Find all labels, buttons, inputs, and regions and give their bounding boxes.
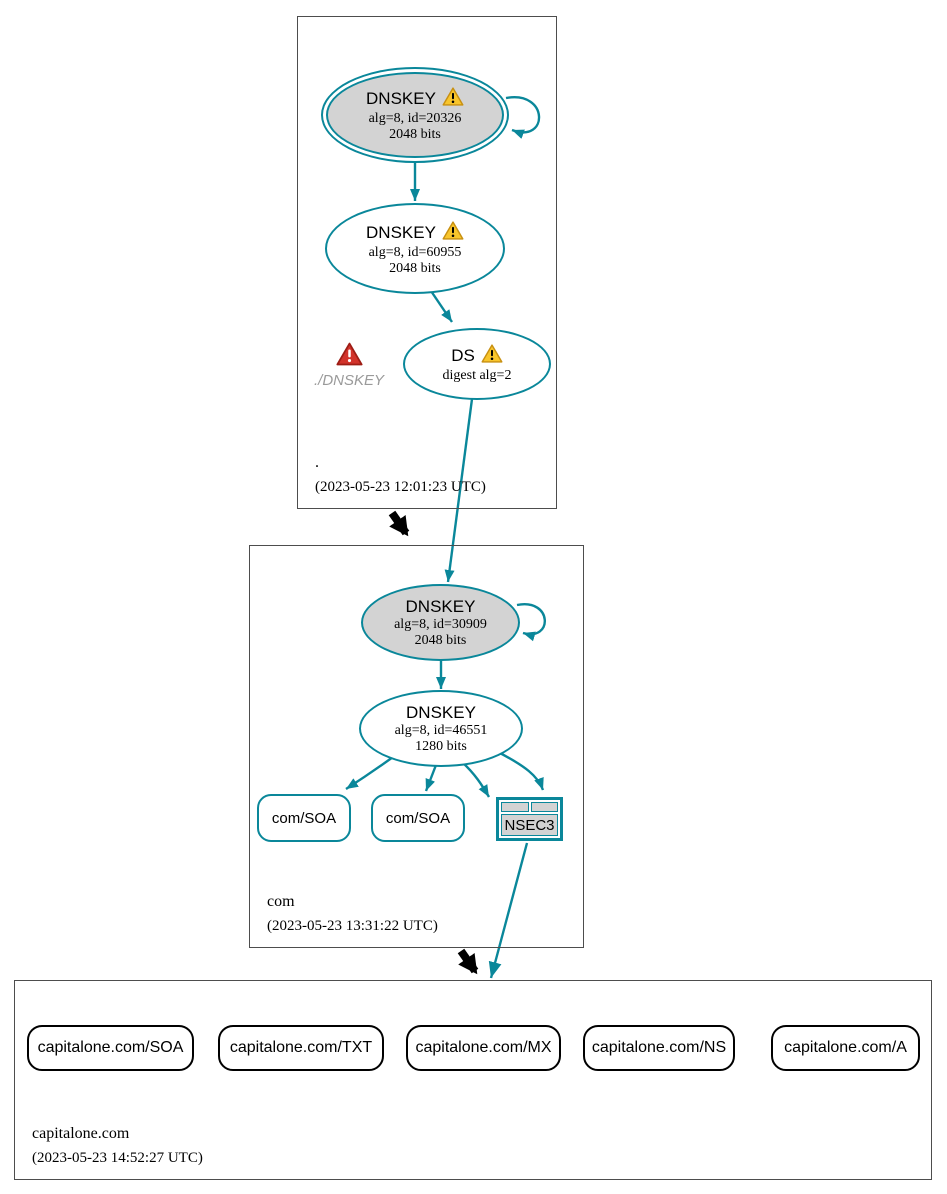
error-callout-root-dnskey[interactable]: ./DNSKEY [309,342,389,389]
rrset-com-soa-2[interactable]: com/SOA [371,794,465,842]
zone-box-com: com (2023-05-23 13:31:22 UTC) [249,545,584,948]
zone-timestamp-capitalone: (2023-05-23 14:52:27 UTC) [32,1150,203,1166]
nsec3-cell-1 [501,802,529,812]
zone-timestamp-com: (2023-05-23 13:31:22 UTC) [267,918,438,934]
rrset-com-soa-1[interactable]: com/SOA [257,794,351,842]
rrset-capitalone-txt[interactable]: capitalone.com/TXT [218,1025,384,1071]
nsec3-label: NSEC3 [501,814,558,836]
node-root-zsk-detail2: 2048 bits [389,260,441,276]
zone-label-capitalone: capitalone.com [32,1125,130,1142]
rrset-capitalone-a[interactable]: capitalone.com/A [771,1025,920,1071]
zone-box-root: . (2023-05-23 12:01:23 UTC) [297,16,557,509]
warning-icon [442,87,464,111]
delegation-arrow-root-to-com [388,510,410,537]
error-icon [335,342,363,371]
error-label: ./DNSKEY [313,372,385,389]
rrset-capitalone-txt-label: capitalone.com/TXT [229,1039,373,1056]
node-root-zsk-title: DNSKEY [366,222,436,242]
node-com-zsk-detail2: 1280 bits [415,738,467,754]
node-root-dnskey-20326[interactable]: DNSKEY alg=8, id=20326 2048 bits [321,67,509,163]
rrset-capitalone-soa[interactable]: capitalone.com/SOA [27,1025,194,1071]
node-com-ksk-detail2: 2048 bits [414,632,467,648]
node-com-dnskey-30909[interactable]: DNSKEY alg=8, id=30909 2048 bits [361,584,520,661]
node-nsec3[interactable]: NSEC3 [496,797,563,841]
node-root-ksk-detail1: alg=8, id=20326 [368,111,462,126]
node-com-dnskey-46551[interactable]: DNSKEY alg=8, id=46551 1280 bits [359,690,523,767]
zone-box-capitalone: capitalone.com (2023-05-23 14:52:27 UTC) [14,980,932,1180]
node-com-ksk-detail1: alg=8, id=30909 [394,616,487,632]
zone-label-root: . [315,454,319,471]
rrset-com-soa-1-label: com/SOA [271,809,337,827]
node-ds-com[interactable]: DS digest alg=2 [403,328,551,400]
rrset-capitalone-mx[interactable]: capitalone.com/MX [406,1025,561,1071]
zone-label-com: com [267,893,295,910]
warning-icon [481,344,503,368]
rrset-capitalone-ns-label: capitalone.com/NS [591,1039,727,1056]
node-com-zsk-title: DNSKEY [406,702,476,722]
node-root-dnskey-60955[interactable]: DNSKEY alg=8, id=60955 2048 bits [325,203,505,294]
rrset-com-soa-2-label: com/SOA [385,809,451,827]
nsec3-cell-2 [530,802,558,812]
rrset-capitalone-soa-label: capitalone.com/SOA [37,1039,184,1056]
rrset-capitalone-mx-label: capitalone.com/MX [415,1039,552,1056]
node-ds-detail1: digest alg=2 [442,368,512,383]
warning-icon [442,220,464,245]
rrset-capitalone-a-label: capitalone.com/A [784,1039,907,1056]
zone-timestamp-root: (2023-05-23 12:01:23 UTC) [315,479,486,495]
node-ds-title: DS [451,346,475,365]
node-root-ksk-detail2: 2048 bits [389,127,441,142]
node-com-ksk-title: DNSKEY [405,596,476,616]
node-root-ksk-title: DNSKEY [366,89,436,108]
node-root-zsk-detail1: alg=8, id=60955 [368,244,462,260]
delegation-arrow-com-to-capitalone [457,948,479,975]
rrset-capitalone-ns[interactable]: capitalone.com/NS [583,1025,735,1071]
node-com-zsk-detail1: alg=8, id=46551 [394,722,488,738]
